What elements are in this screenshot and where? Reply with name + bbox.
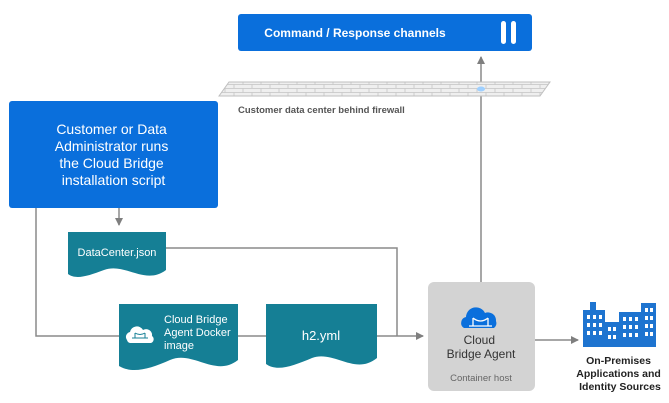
cloud-bridge-icon <box>461 307 497 328</box>
command-response-label: Command / Response channels <box>264 26 446 40</box>
line-admin-to-docker <box>35 208 119 337</box>
container-title-line-1: Cloud <box>464 333 495 347</box>
docker-line-1: Cloud Bridge <box>164 314 228 326</box>
buildings-icon <box>583 302 656 347</box>
docker-image-label: Cloud Bridge Agent Docker image <box>164 314 234 352</box>
h2-yml-document: h2.yml <box>266 304 377 368</box>
container-host-box: Cloud Bridge Agent Container host <box>428 282 535 391</box>
admin-line-1: Customer or Data <box>56 121 167 137</box>
admin-line-3: the Cloud Bridge <box>59 155 164 171</box>
datacenter-json-document: DataCenter.json <box>68 232 166 277</box>
container-title: Cloud Bridge Agent <box>447 333 516 361</box>
h2-yml-label: h2.yml <box>302 328 340 343</box>
admin-line-2: Administrator runs <box>55 138 169 154</box>
onprem-line-1: On-Premises <box>586 355 651 367</box>
firewall-label: Customer data center behind firewall <box>238 105 405 116</box>
docker-line-3: image <box>164 340 194 352</box>
container-title-line-2: Bridge Agent <box>447 347 516 361</box>
docker-image-document: Cloud Bridge Agent Docker image <box>119 304 238 371</box>
firewall-wall-icon <box>218 81 551 97</box>
docker-line-2: Agent Docker <box>164 327 231 339</box>
pause-icon <box>501 21 516 44</box>
admin-label: Customer or Data Administrator runs the … <box>55 121 172 188</box>
line-datacenter-to-container <box>166 247 398 336</box>
onprem-label: On-Premises Applications and Identity So… <box>576 355 664 393</box>
admin-box: Customer or Data Administrator runs the … <box>9 101 218 208</box>
container-host-label: Container host <box>450 373 512 384</box>
onprem-line-2: Applications and <box>576 368 661 380</box>
datacenter-json-label: DataCenter.json <box>78 247 157 259</box>
admin-line-4: installation script <box>62 172 166 188</box>
command-response-box: Command / Response channels <box>238 14 532 51</box>
onprem-line-3: Identity Sources <box>579 381 661 393</box>
cloud-bridge-icon <box>125 326 154 343</box>
